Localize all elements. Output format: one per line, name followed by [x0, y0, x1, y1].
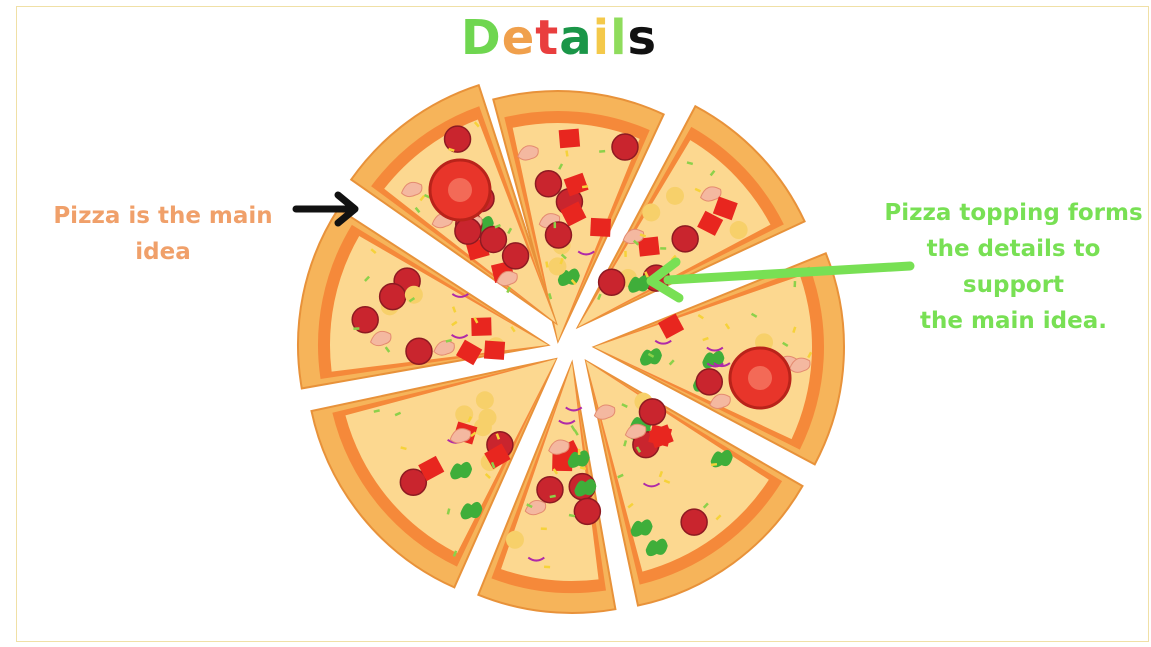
tomato-seed [448, 178, 472, 202]
pizza-illustration [298, 85, 844, 613]
arrow-right-icon [296, 195, 355, 223]
tomato-seed [748, 366, 772, 390]
